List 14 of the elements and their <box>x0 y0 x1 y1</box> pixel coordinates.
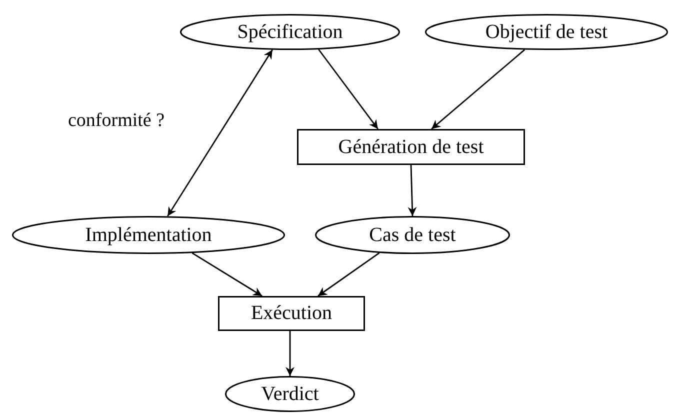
process-box: Exécution <box>218 296 365 331</box>
arrow <box>286 331 294 376</box>
arrow <box>167 49 273 217</box>
ellipse-node: Spécification <box>180 14 400 50</box>
arrow <box>408 164 417 216</box>
ellipse-node: Implémentation <box>12 216 285 254</box>
arrow <box>192 252 262 297</box>
arrow <box>318 48 378 130</box>
ellipse-node: Cas de test <box>315 216 510 254</box>
ellipse-node: Verdict <box>225 376 355 412</box>
arrow <box>318 252 380 297</box>
ellipse-node: Objectif de test <box>425 14 668 50</box>
arrow <box>431 49 526 130</box>
process-box: Génération de test <box>297 129 525 165</box>
